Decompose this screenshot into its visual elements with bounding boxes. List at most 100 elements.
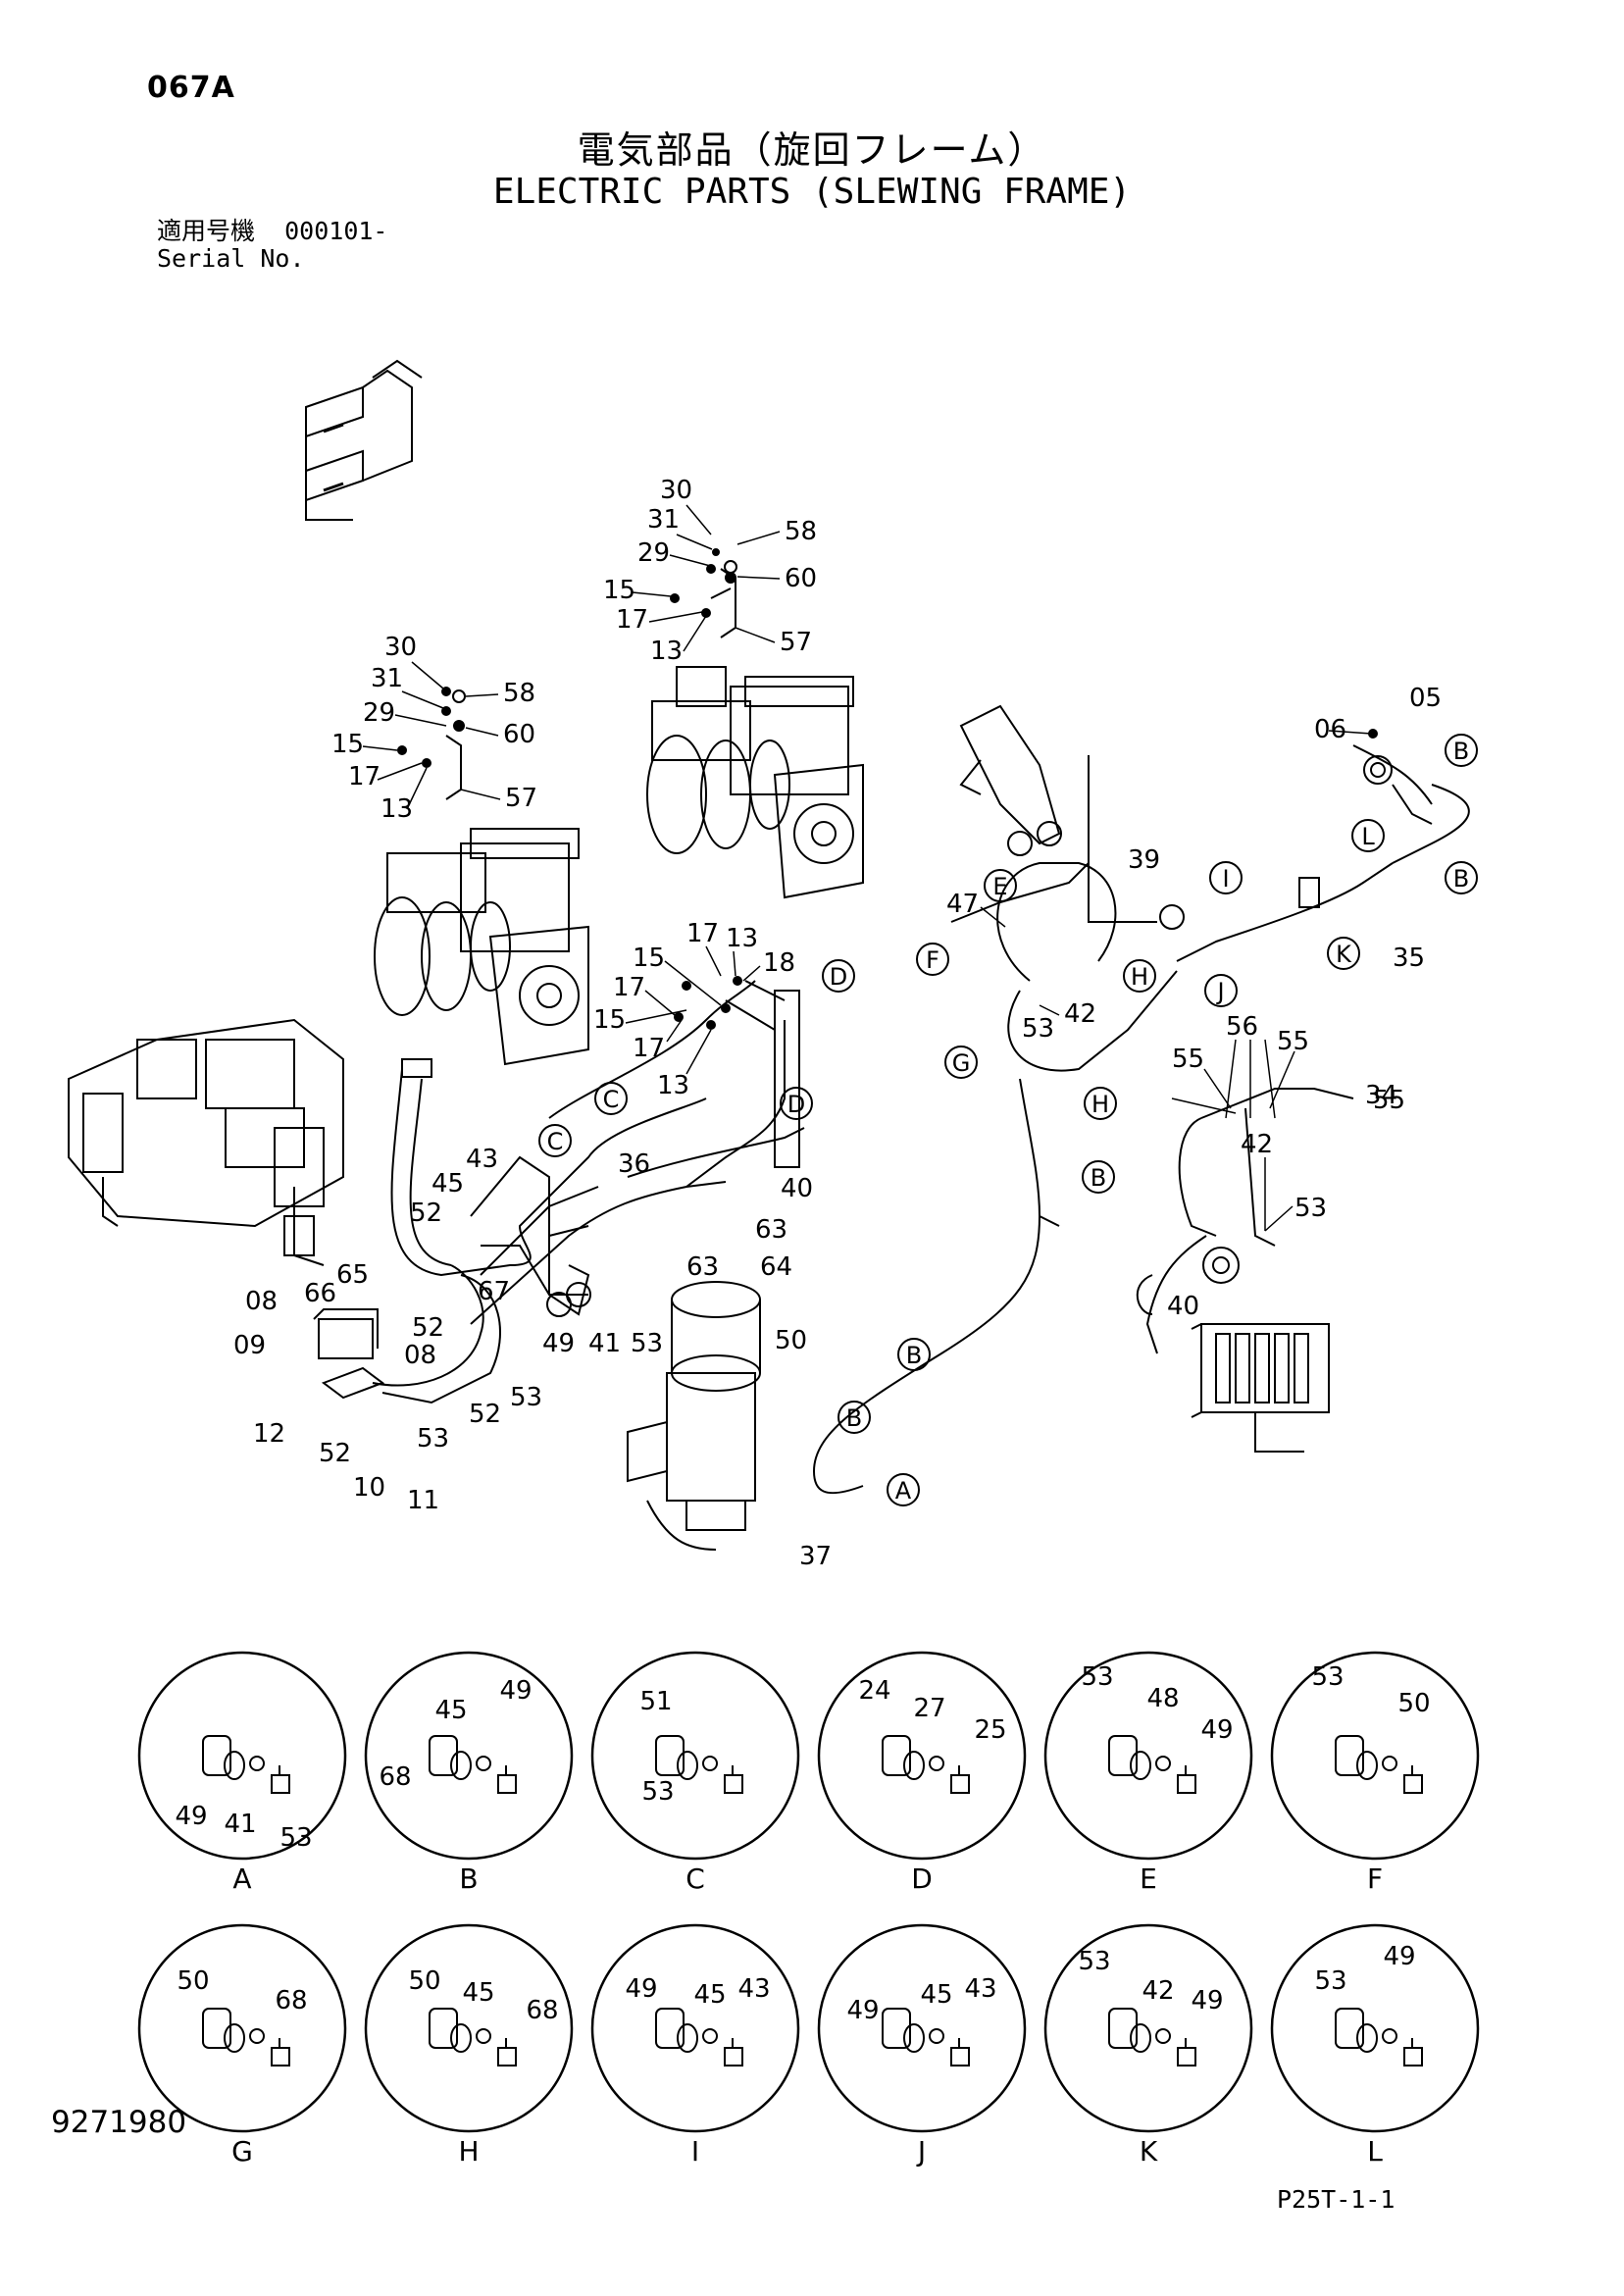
detail-part-sketch [882,2008,970,2066]
callout-label: 05 [1409,684,1442,713]
serial-number-block: 適用号機 000101- Serial No. [157,218,387,273]
motor-upper-callouts: 30 31 58 29 60 15 17 57 13 [603,476,817,666]
detail-letter: C [685,1862,705,1895]
detail-callout-label: 45 [462,1978,494,2008]
callout-label: 53 [1022,1014,1054,1044]
circled-letter: B [846,1404,862,1432]
detail-callout-label: 45 [434,1696,467,1725]
callout-label: 66 [304,1279,336,1308]
circled-reference-letters: A B B B B B C C D D E F G H H I J K L [538,734,1478,1506]
circled-letter: D [830,963,847,991]
detail-circle [590,1651,800,1861]
detail-letter: L [1367,2135,1383,2168]
circled-letter: A [895,1477,912,1505]
center-bracket-callouts: 17 13 15 18 17 15 17 13 [593,919,795,1100]
detail-callout-label: 53 [1081,1662,1113,1692]
detail-letter: E [1140,1862,1157,1895]
callout-label: 47 [946,890,979,919]
circled-letter: C [603,1086,620,1113]
callout-label: 17 [613,973,645,1002]
callout-label: 55 [1373,1086,1405,1115]
callout-label: 15 [331,730,364,759]
circled-letter: B [906,1342,922,1369]
detail-callout-label: 50 [408,1966,440,1996]
detail-part-sketch [1108,2008,1196,2066]
solenoid-valve [627,1281,761,1551]
detail-part-sketch [655,1735,743,1794]
circled-letter: C [547,1128,564,1155]
callout-label: 30 [660,476,692,505]
callout-label: 09 [233,1331,266,1360]
callout-label: 18 [763,948,795,978]
detail-part-sketch [1335,1735,1423,1794]
callout-label: 58 [785,517,817,546]
callout-label: 41 [588,1329,621,1358]
detail-letter: K [1140,2135,1158,2168]
callout-label: 60 [785,564,817,593]
callout-label: 52 [319,1439,351,1468]
motor-lower [374,687,589,1066]
detail-part-sketch [1108,1735,1196,1794]
serial-label-jp: 適用号機 [157,217,256,245]
detail-letter: B [459,1862,478,1895]
callout-label: 08 [404,1341,436,1370]
circled-letter: F [926,946,939,974]
detail-callout-label: 49 [1191,1986,1223,2015]
detail-circle [1043,1923,1253,2133]
callout-label: 52 [410,1199,442,1228]
detail-callout-label: 41 [224,1810,256,1839]
detail-letter: J [916,2135,926,2168]
circled-letter: H [1091,1091,1109,1118]
detail-callout-label: 48 [1146,1684,1179,1713]
callout-label: 65 [336,1260,369,1290]
callout-label: 63 [686,1252,719,1282]
callout-label: 42 [1064,999,1096,1029]
circled-letter: B [1453,865,1469,893]
callout-label: 13 [650,637,683,666]
callout-label: 10 [353,1473,385,1503]
callout-label: 40 [1167,1292,1199,1321]
callout-label: 50 [775,1326,807,1355]
detail-letter: F [1367,1862,1383,1895]
left-harness [313,980,805,1404]
detail-circle [817,1923,1027,2133]
callout-label: 43 [466,1145,498,1174]
detail-callout-label: 68 [526,1996,558,2025]
callout-label: 17 [686,919,719,948]
detail-part-sketch [882,1735,970,1794]
left-harness-callouts: 43 45 52 36 40 65 66 67 08 09 08 52 53 5… [233,1145,813,1515]
callout-label: 11 [407,1486,439,1515]
detail-callout-label: 68 [275,1986,307,2015]
callout-label: 64 [760,1252,792,1282]
left-bracket [470,1155,591,1317]
detail-callout-label: 53 [1311,1662,1344,1692]
detail-circle [364,1923,574,2133]
detail-callout-label: 49 [1383,1942,1415,1971]
detail-letter: G [231,2135,253,2168]
detail-callout-label: 24 [858,1676,890,1706]
callout-label: 29 [637,538,670,568]
detail-callout-label: 68 [379,1762,411,1792]
page-code: 067A [147,71,235,105]
detail-callout-label: 45 [920,1980,952,2010]
callout-label: 29 [363,698,395,728]
page-title-japanese: 電気部品（旋回フレーム） [577,128,1047,172]
detail-callout-label: 49 [1200,1715,1233,1745]
detail-view-e: 53 48 49E [1043,1651,1253,1895]
detail-circle [1043,1651,1253,1861]
serial-value: 000101- [284,217,388,245]
callout-label: 57 [505,784,537,813]
circled-letter: I [1222,865,1229,893]
detail-part-sketch [1335,2008,1423,2066]
detail-callout-label: 45 [693,1980,726,2010]
callout-label: 17 [616,605,648,635]
callout-label: 37 [799,1542,832,1571]
